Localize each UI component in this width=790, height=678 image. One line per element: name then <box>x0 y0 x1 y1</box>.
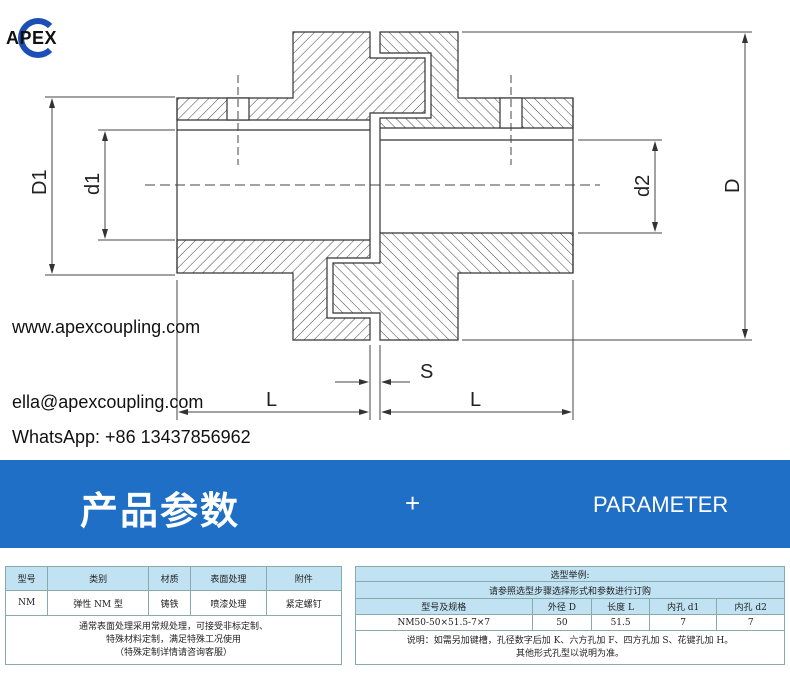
table-subtitle: 请参照选型步骤选择形式和参数进行订购 <box>355 581 785 599</box>
product-spec-table: 型号 类别 材质 表面处理 附件 NM 弹性 NM 型 铸铁 喷漆处理 紧定螺钉… <box>4 566 343 665</box>
cell: NM50-50×51.5-7×7 <box>355 614 533 631</box>
note-line: （特殊定制详情请咨询客服） <box>114 647 232 658</box>
table-note: 说明：如需另加键槽，孔径数字后加 K、六方孔加 F、四方孔加 S、花键孔加 H。… <box>355 630 785 665</box>
cell: 铸铁 <box>147 590 192 616</box>
label-L-right: L <box>470 389 481 411</box>
cell: NM <box>4 590 49 616</box>
cell: 7 <box>648 614 718 631</box>
banner-title-cn: 产品参数 <box>80 489 241 533</box>
cell: 51.5 <box>591 614 650 631</box>
header-cell: 材质 <box>147 566 192 591</box>
whatsapp-text: WhatsApp: +86 13437856962 <box>12 427 251 447</box>
label-L-left: L <box>266 389 277 411</box>
header-cell: 内孔 d2 <box>716 598 785 615</box>
banner-plus: + <box>405 488 421 518</box>
cell: 紧定螺钉 <box>265 590 343 616</box>
header-cell: 型号及规格 <box>355 598 533 615</box>
cell: 50 <box>531 614 593 631</box>
website-text: www.apexcoupling.com <box>12 317 201 337</box>
label-D1: D1 <box>29 169 51 195</box>
table-title: 选型举例: <box>355 566 785 582</box>
table-note: 通常表面处理采用常规处理，可接受非标定制、 特殊材料定制，满足特殊工况使用 （特… <box>5 615 342 665</box>
email-text: ella@apexcoupling.com <box>12 392 204 412</box>
logo-ring-icon <box>18 18 58 58</box>
cell: 弹性 NM 型 <box>47 590 149 616</box>
cell: 喷漆处理 <box>190 590 267 616</box>
label-d1: d1 <box>82 173 104 195</box>
header-cell: 类别 <box>47 566 149 591</box>
label-D: D <box>722 179 744 193</box>
banner-title-en: PARAMETER <box>593 492 729 517</box>
header-cell: 型号 <box>4 566 49 591</box>
header-cell: 附件 <box>265 566 343 591</box>
left-hub-bottom <box>176 239 371 341</box>
cell: 7 <box>716 614 785 631</box>
header-cell: 内孔 d1 <box>648 598 718 615</box>
coupling-cross-section-drawing: D1 d1 d2 D S L L <box>29 31 752 420</box>
parameter-banner: 产品参数 + PARAMETER <box>0 460 790 548</box>
logo-text: APEX <box>6 28 58 48</box>
header-cell: 表面处理 <box>190 566 267 591</box>
note-line: 其他形式孔型以说明为准。 <box>515 648 624 659</box>
label-d2: d2 <box>632 175 654 197</box>
note-line: 特殊材料定制，满足特殊工况使用 <box>105 634 241 645</box>
selection-example-table: 选型举例: 请参照选型步骤选择形式和参数进行订购 型号及规格 外径 D 长度 L… <box>355 566 785 665</box>
table-row: NM50-50×51.5-7×7 50 51.5 7 7 <box>355 614 785 631</box>
header-cell: 外径 D <box>531 598 593 615</box>
note-line: 说明：如需另加键槽，孔径数字后加 K、六方孔加 F、四方孔加 S、花键孔加 H。 <box>406 635 734 646</box>
note-line: 通常表面处理采用常规处理，可接受非标定制、 <box>78 621 268 632</box>
label-S: S <box>420 361 433 383</box>
header-cell: 长度 L <box>591 598 650 615</box>
table-row: NM 弹性 NM 型 铸铁 喷漆处理 紧定螺钉 <box>4 590 343 616</box>
apex-logo: APEX <box>6 16 66 60</box>
